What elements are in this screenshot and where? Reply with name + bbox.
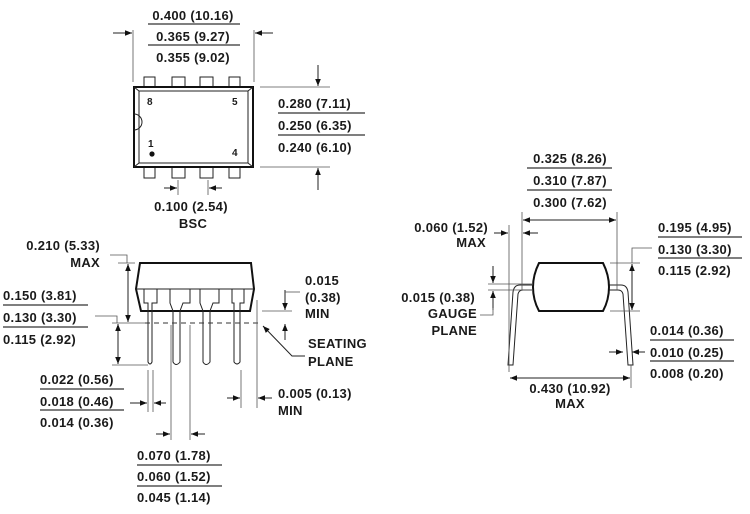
standoff-mm: (0.38) <box>305 290 341 305</box>
gauge-plane-value: 0.015 (0.38) <box>401 290 475 305</box>
height-max-value: 0.210 (5.33) <box>26 238 100 253</box>
row-spacing-nom: 0.310 (7.87) <box>533 173 607 188</box>
pitch-dimension: 0.100 (2.54) BSC <box>154 180 228 231</box>
end-clearance-min: MIN <box>278 403 303 418</box>
lead-length-max: 0.150 (3.81) <box>3 288 77 303</box>
body-offset-dimension: 0.060 (1.52) MAX <box>414 220 538 372</box>
width-min: 0.240 (6.10) <box>278 140 352 155</box>
pin-1-label: 1 <box>148 139 154 150</box>
row-spacing-max: 0.325 (8.26) <box>533 151 607 166</box>
overall-width-dimension: 0.430 (10.92) MAX <box>510 365 632 411</box>
height-max-label: MAX <box>70 255 100 270</box>
lead-thickness-dimension: 0.014 (0.36) 0.010 (0.25) 0.008 (0.20) <box>609 323 734 381</box>
lead-length-nom: 0.130 (3.30) <box>3 310 77 325</box>
length-nom: 0.365 (9.27) <box>156 29 230 44</box>
pin1-dot <box>149 151 155 157</box>
lead-thickness-min: 0.008 (0.20) <box>650 366 724 381</box>
shoulder-width-max: 0.070 (1.78) <box>137 448 211 463</box>
lead-width-min: 0.014 (0.36) <box>40 415 114 430</box>
overall-width-value: 0.430 (10.92) <box>529 381 610 396</box>
lead-thickness-max: 0.014 (0.36) <box>650 323 724 338</box>
row-spacing-dimension: 0.325 (8.26) 0.310 (7.87) 0.300 (7.62) <box>521 151 618 290</box>
pitch-value: 0.100 (2.54) <box>154 199 228 214</box>
width-dimension: 0.280 (7.11) 0.250 (6.35) 0.240 (6.10) <box>260 65 365 190</box>
side-leads <box>143 288 245 365</box>
end-view: 0.325 (8.26) 0.310 (7.87) 0.300 (7.62) 0… <box>401 151 742 411</box>
lead-width-nom: 0.018 (0.46) <box>40 394 114 409</box>
body-height-max: 0.195 (4.95) <box>658 220 732 235</box>
height-max-dimension: 0.210 (5.33) MAX <box>26 238 135 322</box>
row-spacing-min: 0.300 (7.62) <box>533 195 607 210</box>
overall-width-max: MAX <box>555 396 585 411</box>
body-height-nom: 0.130 (3.30) <box>658 242 732 257</box>
standoff-value: 0.015 <box>305 273 339 288</box>
end-clearance-value: 0.005 (0.13) <box>278 386 352 401</box>
shoulder-width-nom: 0.060 (1.52) <box>137 469 211 484</box>
lead-width-dimension: 0.022 (0.56) 0.018 (0.46) 0.014 (0.36) <box>40 370 166 430</box>
end-body <box>531 262 611 312</box>
lead-length-dimension: 0.150 (3.81) 0.130 (3.30) 0.115 (2.92) <box>3 288 148 366</box>
standoff-min: MIN <box>305 306 330 321</box>
shoulder-width-dimension: 0.070 (1.78) 0.060 (1.52) 0.045 (1.14) <box>137 325 222 505</box>
pin1-notch <box>133 113 143 131</box>
width-max: 0.280 (7.11) <box>278 96 351 111</box>
pin-4-label: 4 <box>232 148 238 159</box>
standoff-dimension: 0.015 (0.38) MIN <box>262 273 341 340</box>
lead-length-min: 0.115 (2.92) <box>3 332 76 347</box>
body-height-dimension: 0.195 (4.95) 0.130 (3.30) 0.115 (2.92) <box>610 220 742 312</box>
gauge-label: GAUGE <box>428 306 477 321</box>
seating-label: SEATING <box>308 336 367 351</box>
lead-thickness-nom: 0.010 (0.25) <box>650 345 724 360</box>
shoulder-width-min: 0.045 (1.14) <box>137 490 211 505</box>
plane-label: PLANE <box>308 354 354 369</box>
body-offset-max: MAX <box>456 235 486 250</box>
length-max: 0.400 (10.16) <box>152 8 233 23</box>
top-view: 8 5 1 4 0.400 (10.16) 0.365 (9.27) 0.355… <box>113 8 365 231</box>
length-min: 0.355 (9.02) <box>156 50 230 65</box>
length-dimension: 0.400 (10.16) 0.365 (9.27) 0.355 (9.02) <box>113 8 273 82</box>
body-height-min: 0.115 (2.92) <box>658 263 731 278</box>
seating-plane-callout: SEATING PLANE <box>262 325 367 369</box>
side-body <box>134 262 256 312</box>
gauge-plane-dimension: 0.015 (0.38) GAUGE PLANE <box>401 266 496 338</box>
width-nom: 0.250 (6.35) <box>278 118 352 133</box>
side-view: 0.210 (5.33) MAX 0.150 (3.81) 0.130 (3.3… <box>3 238 367 505</box>
pin-8-label: 8 <box>147 97 153 108</box>
pin-5-label: 5 <box>232 97 238 108</box>
end-clearance-dimension: 0.005 (0.13) MIN <box>227 300 352 418</box>
gauge-plane-label: PLANE <box>431 323 477 338</box>
body-offset-value: 0.060 (1.52) <box>414 220 488 235</box>
lead-width-max: 0.022 (0.56) <box>40 372 114 387</box>
pitch-bsc: BSC <box>179 216 208 231</box>
